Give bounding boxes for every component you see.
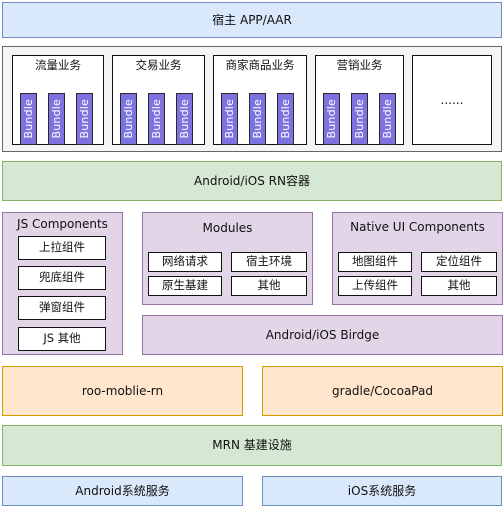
business-merchant-label: 商家商品业务 — [225, 58, 295, 72]
js-component-popup: 弹窗组件 — [18, 296, 106, 320]
business-merchant: 商家商品业务 Bundle Bundle Bundle — [213, 55, 307, 145]
business-marketing-label: 营销业务 — [336, 58, 383, 72]
module-host-env: 宿主环境 — [231, 252, 307, 272]
roo-mobile-rn-layer: roo-moblie-rn — [2, 366, 243, 416]
js-component-other: JS 其他 — [18, 327, 106, 351]
native-ui-map: 地图组件 — [338, 252, 412, 272]
bundle-block: Bundle — [323, 93, 340, 145]
more-business-placeholder: ...... — [412, 55, 492, 145]
host-app-label: 宿主 APP/AAR — [212, 12, 292, 27]
bridge-layer: Android/iOS Birdge — [142, 315, 503, 355]
mrn-infra-layer: MRN 基建设施 — [2, 425, 502, 466]
bundle-block: Bundle — [176, 93, 193, 145]
native-ui-location: 定位组件 — [421, 252, 497, 272]
modules-title: Modules — [202, 221, 253, 235]
android-services-layer: Android系统服务 — [2, 476, 243, 506]
js-component-pull-up: 上拉组件 — [18, 236, 106, 260]
gradle-cocoapods-layer: gradle/CocoaPad — [262, 366, 503, 416]
roo-mobile-rn-label: roo-moblie-rn — [81, 383, 164, 398]
bundle-block: Bundle — [20, 93, 37, 145]
module-native-infra: 原生基建 — [148, 276, 222, 296]
native-ui-upload: 上传组件 — [338, 276, 412, 296]
module-other: 其他 — [231, 276, 307, 296]
mrn-infra-label: MRN 基建设施 — [212, 438, 292, 453]
android-services-label: Android系统服务 — [75, 483, 170, 498]
bundle-block: Bundle — [76, 93, 93, 145]
bundle-block: Bundle — [277, 93, 294, 145]
module-network: 网络请求 — [148, 252, 222, 272]
bundle-block: Bundle — [221, 93, 238, 145]
bundle-block: Bundle — [249, 93, 266, 145]
native-ui-title: Native UI Components — [350, 220, 485, 234]
gradle-cocoapods-label: gradle/CocoaPad — [332, 383, 433, 398]
business-traffic: 流量业务 Bundle Bundle Bundle — [12, 55, 104, 145]
ios-services-label: iOS系统服务 — [347, 483, 417, 498]
business-trade-label: 交易业务 — [135, 58, 182, 72]
bundle-block: Bundle — [148, 93, 165, 145]
business-traffic-label: 流量业务 — [35, 58, 81, 72]
more-ellipsis: ...... — [440, 92, 464, 107]
bridge-label: Android/iOS Birdge — [265, 327, 380, 342]
host-app-layer: 宿主 APP/AAR — [2, 2, 502, 38]
bundle-block: Bundle — [120, 93, 137, 145]
bundle-block: Bundle — [351, 93, 368, 145]
bundle-block: Bundle — [379, 93, 396, 145]
bundle-block: Bundle — [48, 93, 65, 145]
rn-container-label: Android/iOS RN容器 — [194, 173, 310, 188]
native-ui-other: 其他 — [421, 276, 497, 296]
business-marketing: 营销业务 Bundle Bundle Bundle — [315, 55, 404, 145]
ios-services-layer: iOS系统服务 — [262, 476, 502, 506]
js-component-fallback: 兜底组件 — [18, 266, 106, 290]
js-components-title: JS Components — [17, 217, 108, 231]
rn-container-layer: Android/iOS RN容器 — [2, 161, 502, 201]
business-trade: 交易业务 Bundle Bundle Bundle — [112, 55, 205, 145]
